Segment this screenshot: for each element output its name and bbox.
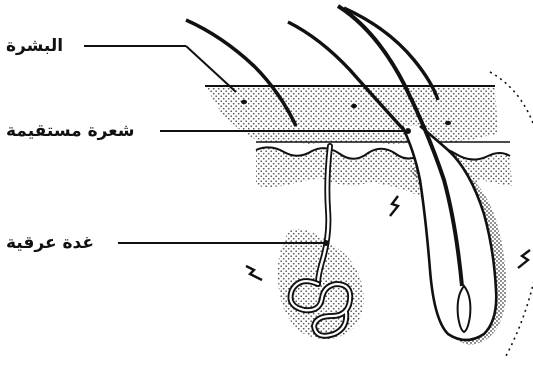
label-epidermis: البشرة [6,36,63,56]
nerve-mark-dermis [390,196,398,216]
leader-dot-sweat [323,240,329,246]
label-sweat-gland: غدة عرقية [6,233,94,253]
pore-dot [241,100,247,104]
leader-dot-arrector [405,128,411,134]
nerve-mark-follicle [518,250,530,268]
nerve-mark-sweat [246,266,262,280]
pore-dot [445,121,451,125]
epidermis-layer [205,86,498,144]
pore-dot [351,104,357,108]
label-arrector-pili: شعرة مستقيمة [6,121,135,141]
hair-bulb [458,286,471,332]
